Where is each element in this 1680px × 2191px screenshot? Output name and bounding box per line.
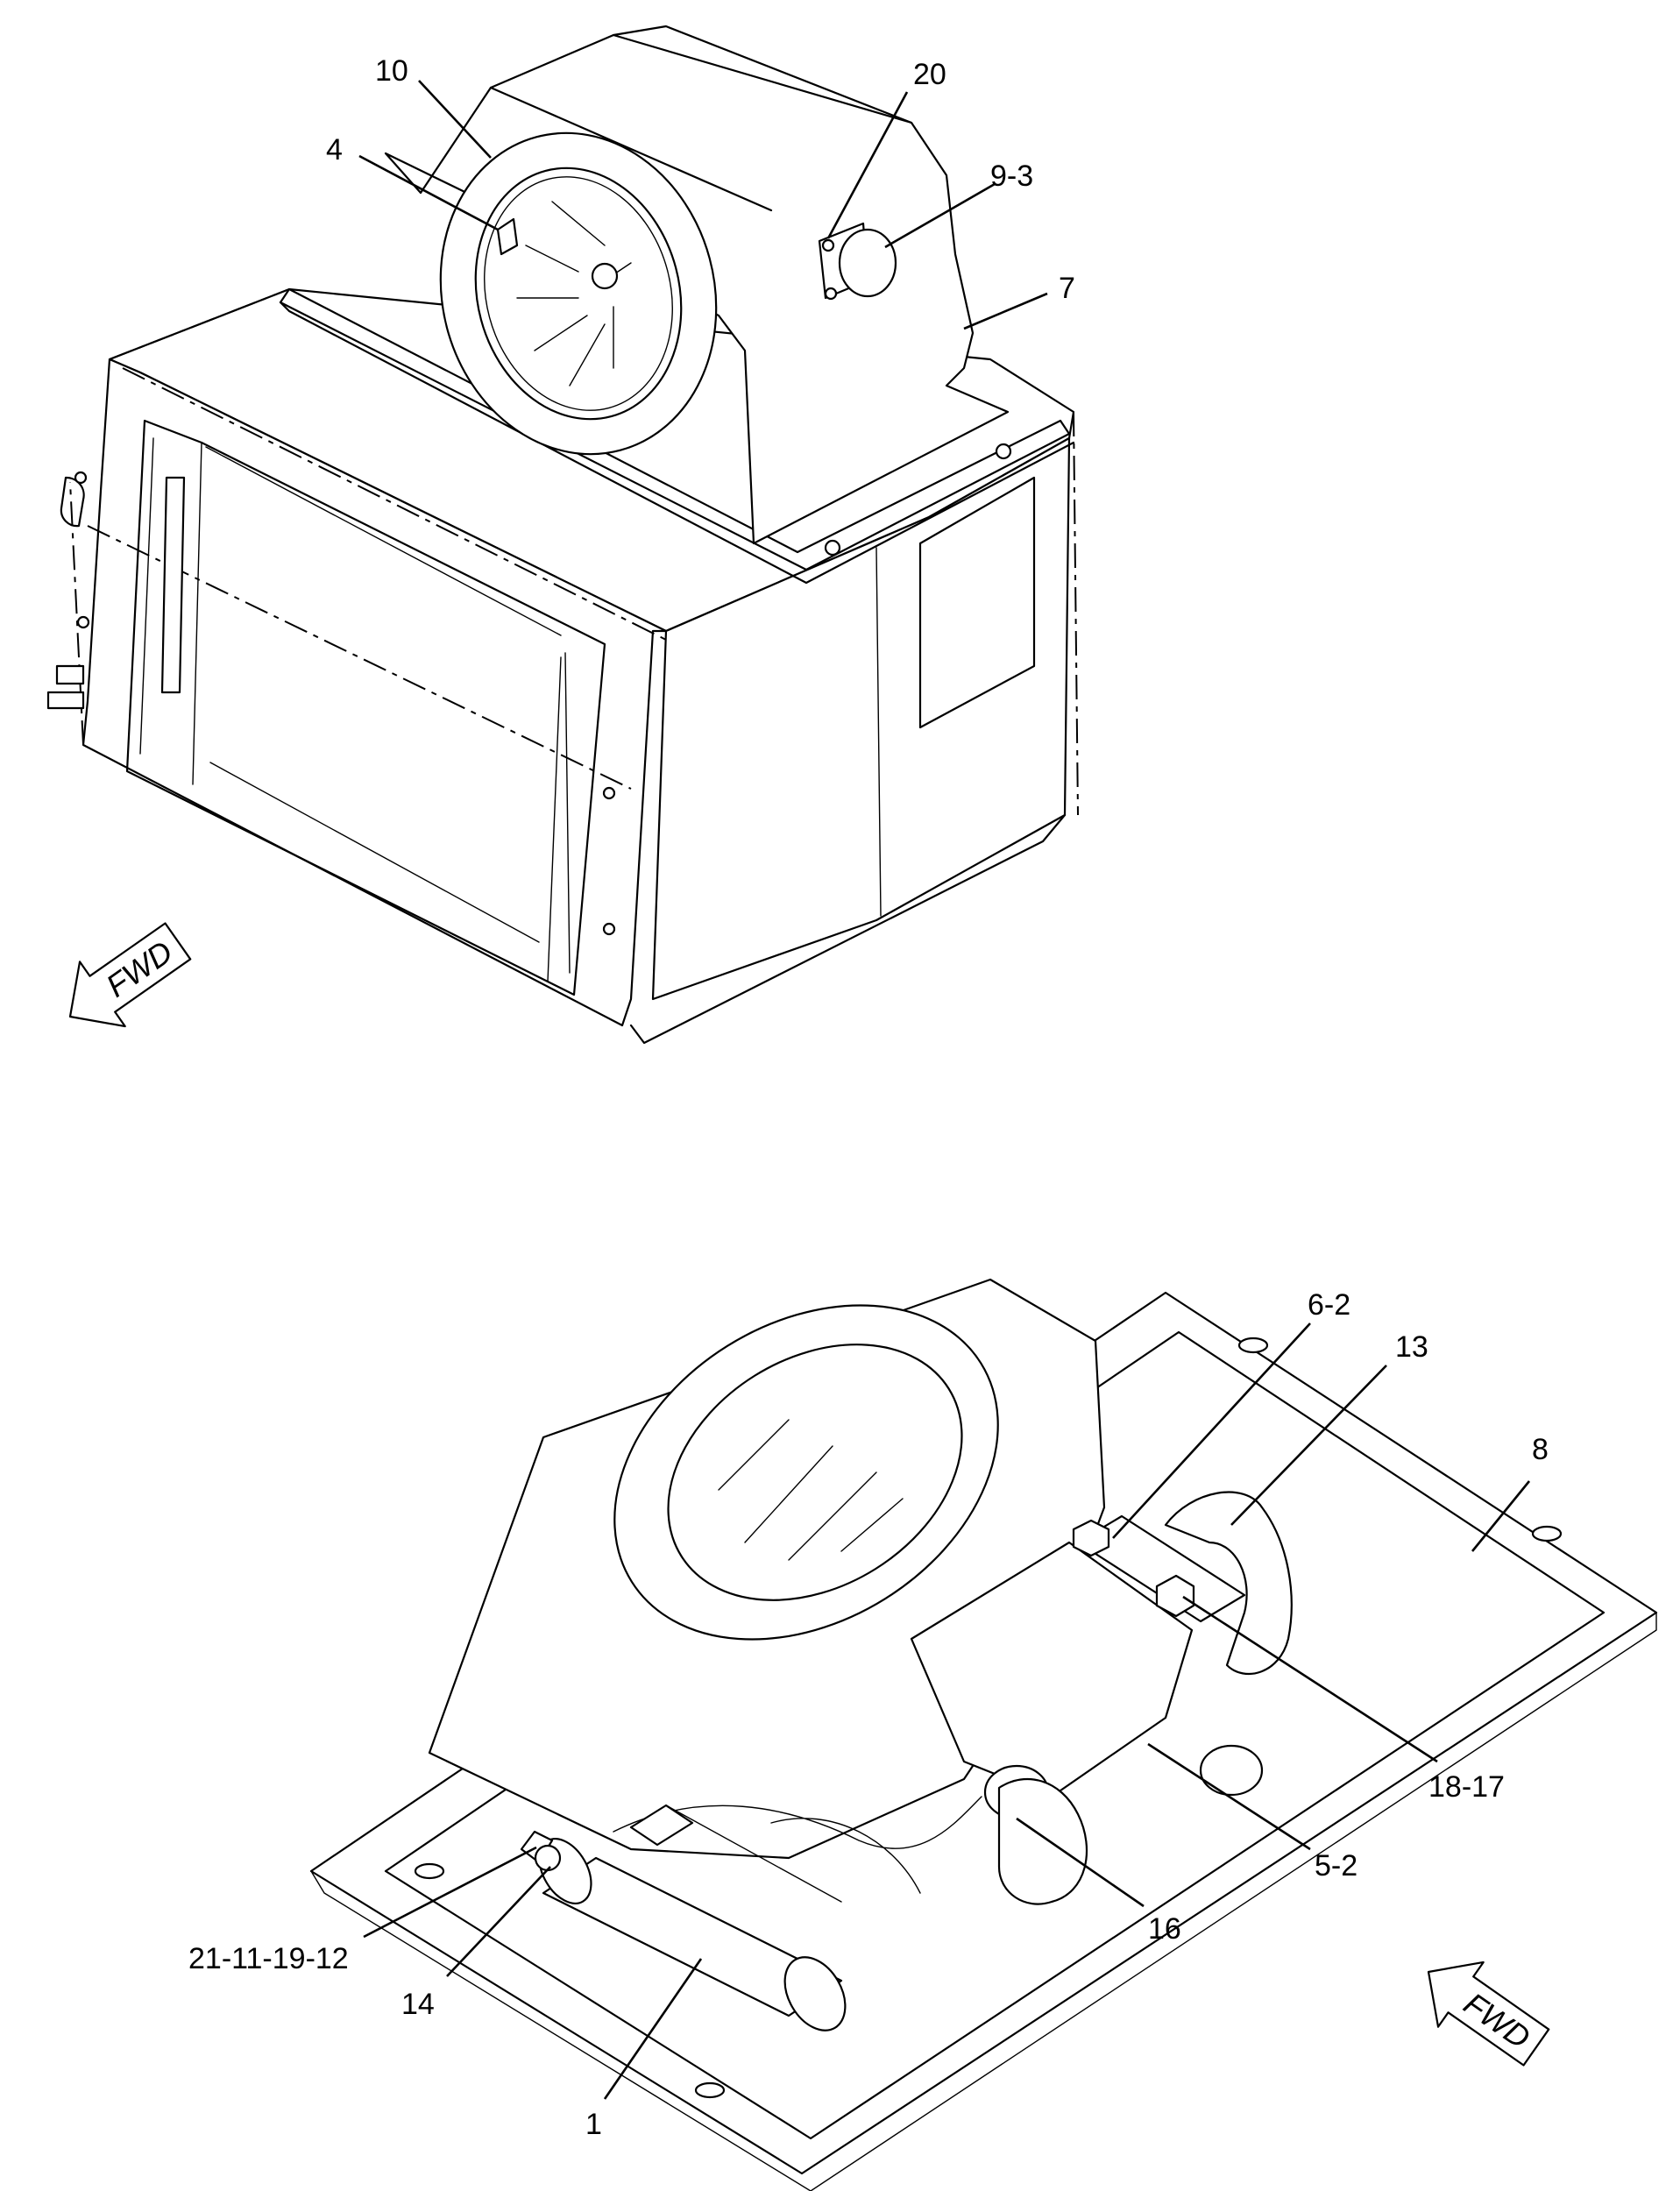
side-seam [875,547,882,917]
callout-14: 14 [401,1988,435,2021]
frame-screw-1 [602,786,616,800]
callout-16: 16 [1148,1912,1181,1946]
leader-13 [1230,1365,1387,1526]
plate-slot-4 [694,2081,726,2099]
blower-flange-plate [279,287,1071,571]
callout-4: 4 [326,133,343,167]
housing-front-frame [82,358,668,1027]
leader-14 [446,1866,551,1977]
leader-8 [1471,1480,1531,1552]
frame-screw-2 [602,922,616,936]
callout-20: 20 [913,58,946,91]
frame-inner-edge [139,437,562,982]
hose-13 [1164,1491,1293,1676]
inlet-ring-bottom-inner [667,1344,963,1601]
callout-13: 13 [1395,1330,1428,1364]
wire-harness [613,1796,982,1903]
connector-screw-2 [824,287,838,301]
plate-slot-2 [1531,1525,1563,1542]
terminal-bracket [520,1830,554,1864]
bolt-head-2 [1155,1574,1195,1618]
callout-1: 1 [585,2108,602,2141]
leader-lines [358,80,1531,2100]
plate-screw-1 [995,443,1012,460]
plate-slot-3 [414,1862,445,1880]
leader-10 [418,80,492,159]
callout-18-17: 18-17 [1428,1770,1505,1804]
frame-screw-3 [76,615,90,629]
fwd-arrow-top-shape [68,922,192,1028]
callout-9-3: 9-3 [990,160,1033,193]
top-assembly-view [46,25,1079,1045]
fwd-arrow-bottom: FWD [1427,1961,1550,2067]
clip-part-4 [496,217,519,256]
blower-scroll-rim [489,33,913,212]
bolt-head-1 [1072,1519,1110,1557]
fwd-arrow-bottom-shape [1427,1961,1550,2067]
tube-left-2 [46,664,85,710]
callout-7: 7 [1059,272,1075,305]
leader-1 [603,1958,703,2100]
fan-blades-bottom [718,1419,904,1561]
leader-6-2 [1112,1322,1311,1539]
leader-21-11-19-12 [363,1846,537,1939]
fwd-arrow-top: FWD [68,922,192,1028]
callout-labels: 10 4 20 9-3 7 6-2 13 8 18-17 5-2 16 21-1… [188,54,1549,2141]
capacitor-end [783,1956,847,2031]
leader-20 [826,91,909,239]
motor-body [910,1541,1194,1798]
callout-8: 8 [1532,1433,1549,1466]
access-door [918,476,1036,729]
leader-4 [358,154,499,231]
callout-10: 10 [375,54,408,88]
frame-screw-4 [74,471,88,485]
connector-port [838,228,897,298]
callout-6-2: 6-2 [1308,1288,1350,1322]
terminal-nut [534,1844,562,1872]
frame-opening [125,419,606,996]
leader-7 [963,292,1048,330]
heater-core [205,446,571,974]
hose-16 [997,1777,1088,1905]
callout-21-11-19-12: 21-11-19-12 [188,1942,349,1975]
blower-inlet-inner2 [484,176,673,411]
phantom-outline-top [109,288,1079,816]
base-plate-edge [310,1612,1657,2191]
blower-inlet-inner [474,167,683,421]
plate-slot-1 [1237,1337,1269,1354]
plate-screw-2 [824,539,841,557]
tube-left-1 [160,476,186,694]
housing-bottom-edge [629,813,1067,1045]
bottom-assembly-view [309,1278,1658,2191]
connector-block [629,1804,694,1847]
fan-blades [516,201,632,386]
fan-hub [591,262,619,290]
leader-5-2 [1147,1742,1311,1851]
callout-5-2: 5-2 [1315,1849,1357,1883]
leader-9-3 [884,182,996,249]
grommet-right [1199,1744,1264,1797]
leader-18-17 [1182,1595,1438,1763]
connector-screw-1 [821,238,835,252]
leader-16 [1016,1817,1145,1908]
